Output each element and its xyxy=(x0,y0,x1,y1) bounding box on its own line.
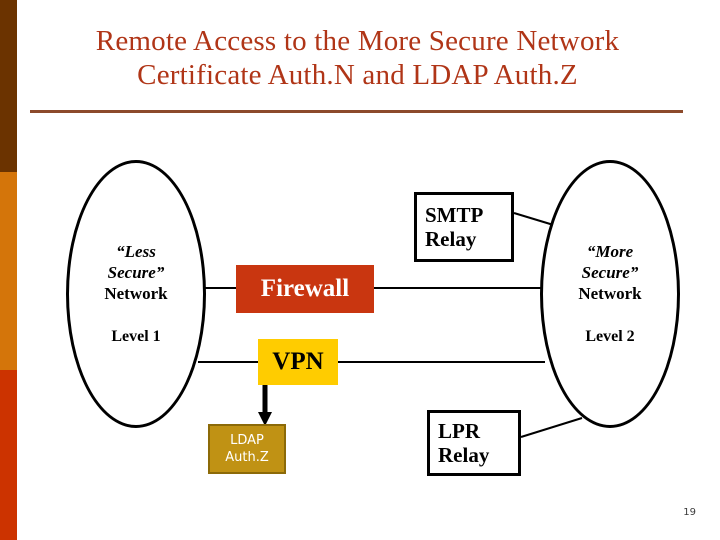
vpn-label: VPN xyxy=(272,348,324,375)
firewall-label: Firewall xyxy=(260,275,350,302)
left-cloud-quote-line-1: “Less xyxy=(116,242,156,261)
ldap-authz-line-1: LDAP xyxy=(230,433,264,448)
left-cloud-network-label: Network xyxy=(104,284,168,303)
slide-title: Remote Access to the More Secure Network… xyxy=(30,24,685,92)
smtp-relay-line-2: Relay xyxy=(425,227,477,251)
node-smtp-relay[interactable]: SMTP Relay xyxy=(414,192,514,262)
connector-lpr-relay-to-right-cloud xyxy=(520,417,583,438)
ldap-authz-line-2: Auth.Z xyxy=(225,450,269,465)
sidebar-segment-bottom-red xyxy=(0,370,17,540)
left-cloud-level-label: Level 1 xyxy=(111,328,161,345)
sidebar-segment-mid-orange xyxy=(0,172,17,370)
node-less-secure-network[interactable]: “Less Secure” Network Level 1 xyxy=(66,160,206,428)
left-cloud-quote-line-2: Secure” xyxy=(107,263,165,282)
lpr-relay-line-2: Relay xyxy=(438,443,490,467)
decorative-side-bar xyxy=(0,0,17,540)
sidebar-segment-top-brown xyxy=(0,0,17,172)
right-cloud-quote-line-2: Secure” xyxy=(581,263,639,282)
node-more-secure-network[interactable]: “More Secure” Network Level 2 xyxy=(540,160,680,428)
node-lpr-relay[interactable]: LPR Relay xyxy=(427,410,521,476)
slide-number: 19 xyxy=(683,507,696,518)
title-divider-rule xyxy=(30,110,683,113)
lpr-relay-line-1: LPR xyxy=(438,419,480,443)
right-cloud-network-label: Network xyxy=(578,284,642,303)
connector-vpn-to-ldap-authz-arrow xyxy=(258,385,272,426)
right-cloud-level-label: Level 2 xyxy=(585,328,635,345)
node-vpn[interactable]: VPN xyxy=(258,339,338,385)
node-ldap-authz[interactable]: LDAP Auth.Z xyxy=(208,424,286,474)
node-firewall[interactable]: Firewall xyxy=(236,265,374,313)
slide-title-line-1: Remote Access to the More Secure Network xyxy=(95,25,620,57)
right-cloud-quote-line-1: “More xyxy=(586,242,634,261)
slide-title-line-2: Certificate Auth.N and LDAP Auth.Z xyxy=(137,59,578,91)
smtp-relay-line-1: SMTP xyxy=(425,203,484,227)
